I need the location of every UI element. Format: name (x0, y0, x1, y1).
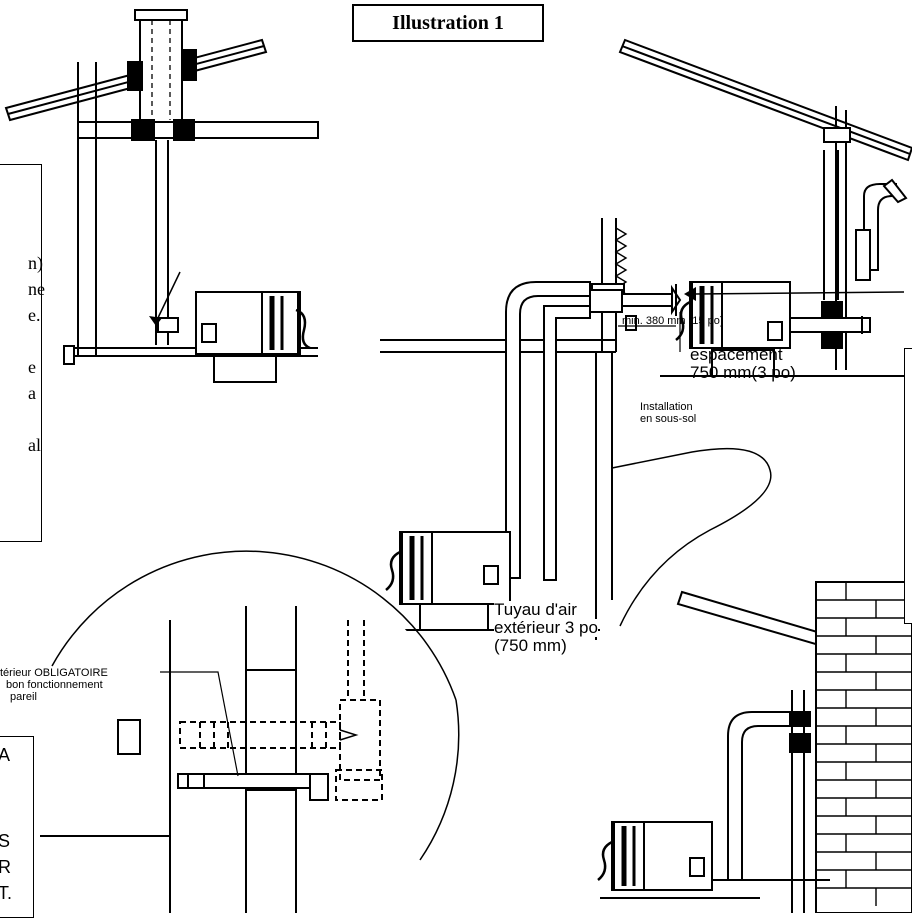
left-callout-line: al (28, 435, 41, 455)
outside-air-pipe-size-label: extérieur 3 po (494, 618, 598, 637)
right-callout-box (904, 348, 912, 624)
bottom-callout-line: S (0, 831, 11, 851)
detail-mandatory-label: térieur OBLIGATOIRE (0, 667, 108, 679)
circular-detail (40, 550, 462, 913)
illustration-title: Illustration 1 (352, 4, 544, 42)
basement-label: en sous-sol (640, 413, 697, 425)
left-callout-line: e (28, 357, 36, 377)
left-callout-line: n) (28, 253, 43, 273)
bottom-left-callout-box: A S R T. (0, 736, 34, 918)
center-basement-installation (380, 218, 772, 640)
installation-label: Installation (640, 401, 693, 413)
callout-arrow-left (155, 271, 181, 323)
bottom-callout-line: T. (0, 883, 13, 903)
detail-operation-label: bon fonctionnement (6, 679, 103, 691)
left-callout-line: ne (28, 279, 45, 299)
left-callout-line: e. (28, 305, 41, 325)
espacement-value-label: 750 mm(3 po) (690, 363, 796, 382)
top-right-installation (618, 38, 912, 377)
outside-air-pipe-label: Tuyau d'air (494, 600, 577, 619)
bottom-right-installation (597, 581, 912, 913)
bottom-callout-line: A (0, 745, 11, 765)
left-callout-line: a (28, 383, 36, 403)
detail-appliance-label: pareil (10, 691, 37, 703)
callout-arrow-right (693, 291, 905, 295)
min-clearance-label: min. 380 mm (15 po) (622, 315, 724, 327)
top-left-installation (4, 9, 319, 383)
espacement-label: espacement (690, 345, 783, 364)
left-callout-box: n) ne e. e a al (0, 164, 45, 542)
bottom-callout-line: R (0, 857, 11, 877)
outside-air-pipe-metric-label: (750 mm) (494, 636, 567, 655)
